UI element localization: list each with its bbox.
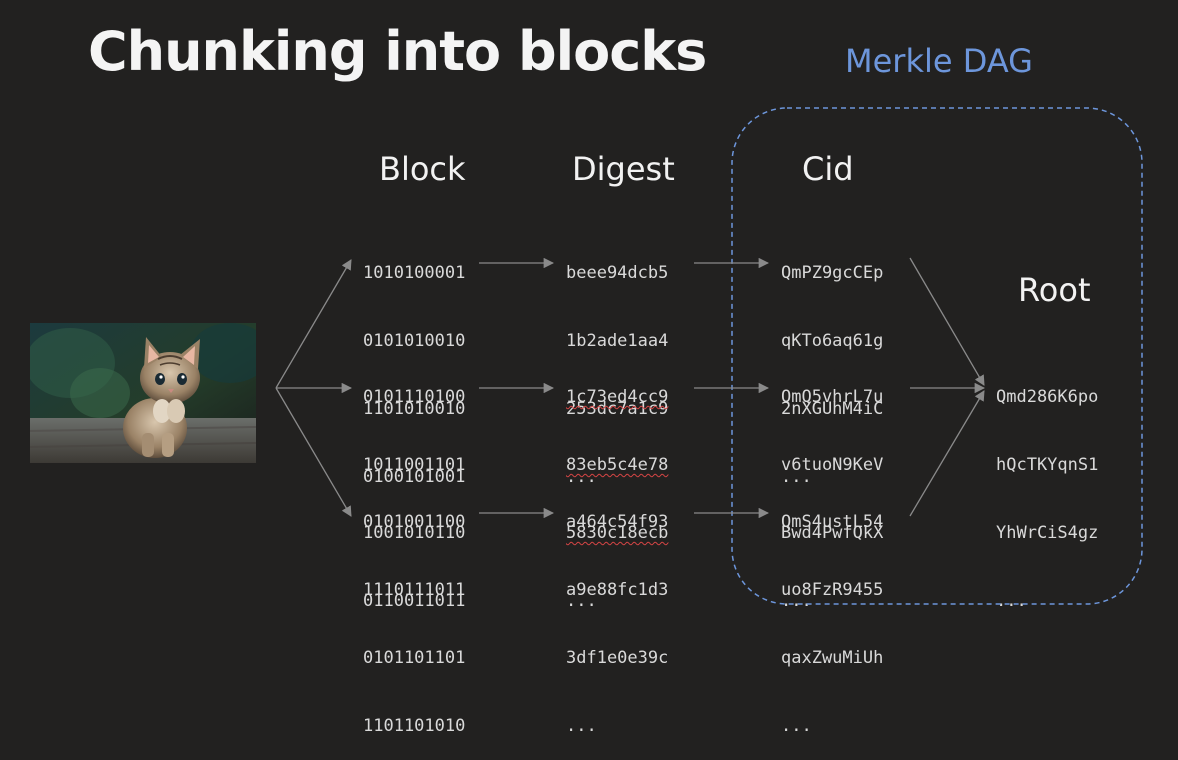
block-line: 0101001100 [363,512,466,533]
cid-line: QmS4ustL54 [781,512,884,533]
cid-line: uo8FzR9455 [781,579,884,600]
digest-3: a464c54f93 a9e88fc1d3 3df1e0e39c ... [566,466,668,760]
digest-line: 253dc7a1c9 [566,398,669,419]
root-cid: Qmd286K6po hQcTKYqnS1 YhWrCiS4gz ... [996,341,1098,635]
block-line: 1010100001 [363,263,466,284]
block-line: 1101010010 [363,398,466,419]
cid-line: QmQ5vhrL7u [781,387,884,408]
digest-ellipsis: ... [566,466,597,487]
cid-line: qaxZwuMiUh [781,647,884,668]
cid-header: Cid [802,150,854,188]
block-line: 0100101001 [363,466,466,487]
arrow-image-to-block-3 [275,387,352,517]
digest-1: beee94dcb5 1b2ade1aa4 253dc7a1c9 ... [566,217,668,511]
block-line: 1101101010 [363,715,466,736]
block-line: 1001010110 [363,522,466,543]
cid-3: QmS4ustL54 uo8FzR9455 qaxZwuMiUh ... [781,466,883,760]
digest-line: 1b2ade1aa4 [566,330,669,351]
block-line: 0101010010 [363,330,466,351]
root-ellipsis: ... [996,590,1027,611]
root-line: Qmd286K6po [996,387,1099,408]
root-line: hQcTKYqnS1 [996,454,1099,475]
digest-line: a464c54f93 [566,512,669,533]
arrow-cid-to-root-1 [909,257,985,386]
cid-line: QmPZ9gcCEp [781,263,884,284]
digest-2: 1c73ed4cc9 83eb5c4e78 5830c18ecb ... [566,341,668,635]
kitten-illustration [30,323,256,463]
root-header: Root [1018,271,1091,309]
digest-ellipsis: ... [566,590,597,611]
block-line: 1110111011 [363,579,466,600]
root-line: YhWrCiS4gz [996,522,1099,543]
block-chunk-3: 0101001100 1110111011 0101101101 1101101… [363,466,465,760]
digest-line: a9e88fc1d3 [566,579,669,600]
block-line: 1011001101 [363,454,466,475]
arrow-cid-to-root-3 [909,390,985,517]
kitten-photo [30,323,256,463]
digest-line: 1c73ed4cc9 [566,387,669,408]
block-header: Block [379,150,466,188]
digest-line: beee94dcb5 [566,263,669,284]
digest-line: 3df1e0e39c [566,647,669,668]
digest-line: 5830c18ecb [566,522,669,543]
digest-ellipsis: ... [566,715,597,736]
block-chunk-1: 1010100001 0101010010 1101010010 0100101… [363,217,465,511]
block-line: 0101101101 [363,647,466,668]
merkle-dag-label: Merkle DAG [845,42,1033,80]
cid-ellipsis: ... [781,715,812,736]
digest-line: 83eb5c4e78 [566,454,669,475]
digest-header: Digest [572,150,675,188]
block-chunk-2: 0101110100 1011001101 1001010110 0110011… [363,341,465,635]
arrow-image-to-block-1 [275,259,352,389]
block-line: 0110011011 [363,590,466,611]
slide-title: Chunking into blocks [88,20,707,83]
block-line: 0101110100 [363,387,466,408]
